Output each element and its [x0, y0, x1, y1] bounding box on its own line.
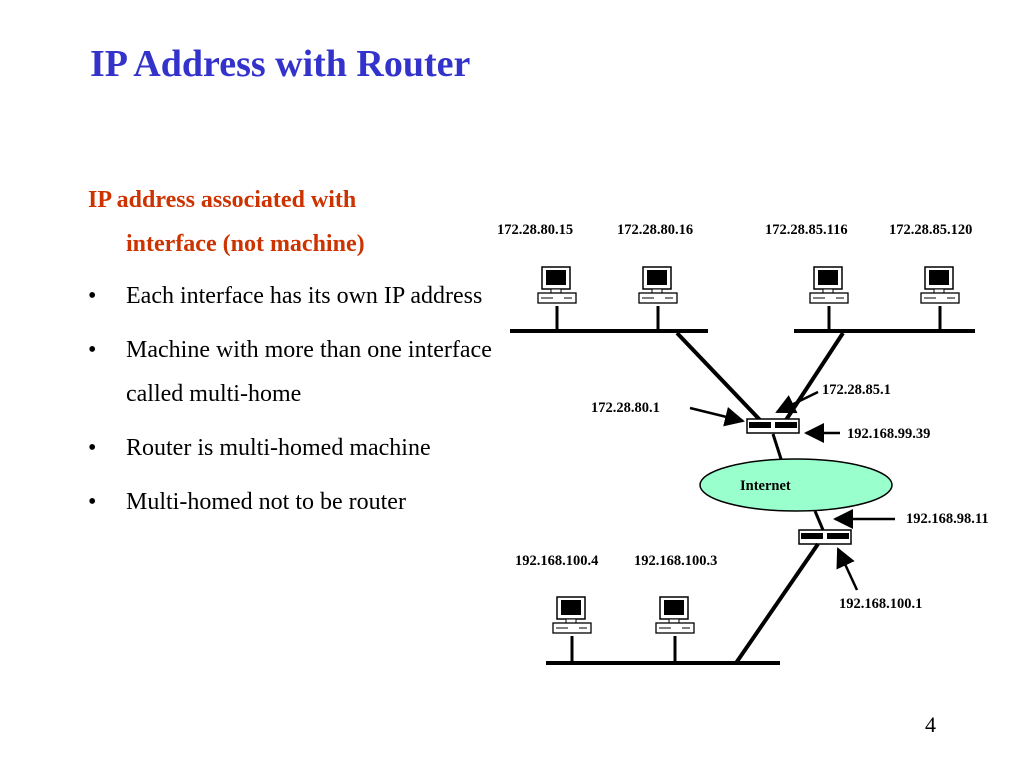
bullet-item: • Router is multi-homed machine — [88, 426, 528, 470]
page-title: IP Address with Router — [90, 43, 471, 85]
router-icon — [798, 529, 852, 545]
computer-icon — [920, 266, 960, 304]
lead-line-2: interface (not machine) — [126, 231, 365, 257]
router2-bottom-ip-label: 192.168.100.1 — [839, 596, 922, 612]
bullet-text: Machine with more than one interface cal… — [126, 337, 492, 407]
page-number: 4 — [925, 712, 936, 737]
host-ip-label: 192.168.100.4 — [515, 553, 598, 569]
link-lan-right-router1 — [784, 331, 845, 422]
router1-right-top-ip-label: 172.28.85.1 — [822, 382, 891, 398]
host-ip-label: 172.28.85.120 — [889, 222, 972, 238]
host-ip-label: 172.28.80.16 — [617, 222, 693, 238]
bullet-dot-icon: • — [88, 337, 97, 363]
router2-top-ip-label: 192.168.98.11 — [906, 511, 989, 527]
lead-statement: IP address associated with interface (no… — [88, 178, 508, 266]
host-ip-label: 192.168.100.3 — [634, 553, 717, 569]
computer-icon — [655, 596, 695, 634]
bullet-dot-icon: • — [88, 283, 97, 309]
link-lan-left-router1 — [675, 331, 762, 422]
computer-icon — [638, 266, 678, 304]
lead-line-1: IP address associated with — [88, 187, 357, 213]
bullet-list: • Each interface has its own IP address •… — [88, 274, 528, 534]
bullet-item: • Each interface has its own IP address — [88, 274, 528, 318]
bullet-dot-icon: • — [88, 435, 97, 461]
bullet-text: Each interface has its own IP address — [126, 283, 483, 309]
bullet-item: • Machine with more than one interface ca… — [88, 328, 528, 416]
bullet-dot-icon: • — [88, 489, 97, 515]
link-router2-lan-bottom — [734, 542, 820, 665]
router1-right-bottom-ip-label: 192.168.99.39 — [847, 426, 930, 442]
router-icon — [746, 418, 800, 434]
arrow-icon — [689, 406, 745, 427]
router1-left-ip-label: 172.28.80.1 — [591, 400, 660, 416]
host-ip-label: 172.28.85.116 — [765, 222, 848, 238]
link-internet-router2 — [813, 510, 825, 531]
computer-icon — [537, 266, 577, 304]
bullet-text: Multi-homed not to be router — [126, 489, 406, 515]
arrow-icon — [836, 547, 859, 591]
bullet-text: Router is multi-homed machine — [126, 435, 431, 461]
internet-cloud — [699, 458, 893, 512]
bullet-item: • Multi-homed not to be router — [88, 480, 528, 524]
computer-icon — [809, 266, 849, 304]
internet-label: Internet — [740, 478, 791, 494]
host-ip-label: 172.28.80.15 — [497, 222, 573, 238]
computer-icon — [552, 596, 592, 634]
link-router1-internet — [771, 433, 784, 463]
arrow-icon — [775, 390, 819, 414]
